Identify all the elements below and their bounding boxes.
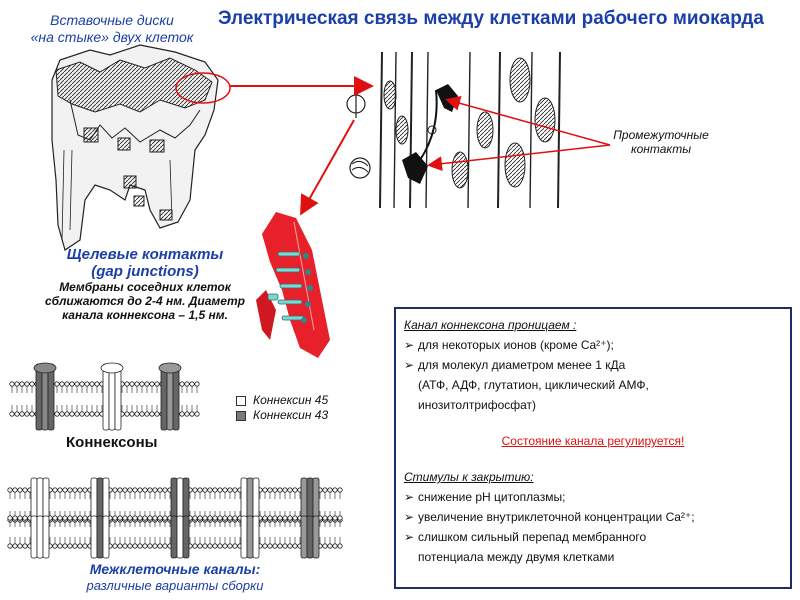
channels-title: Межклеточные каналы: xyxy=(89,561,261,577)
stimulus-text: увеличение внутриклеточной концентрации … xyxy=(418,510,695,524)
infobox-header: Канал коннексона проницаем : xyxy=(404,318,577,332)
arrow-bullet-icon: ➢ xyxy=(404,338,415,352)
stimuli-header: Стимулы к закрытию: xyxy=(404,470,534,484)
disc-label-line1: Вставочные диски xyxy=(50,12,174,28)
gap-desc-line1: Мембраны соседних клеток xyxy=(59,280,231,294)
legend-label-connexin43: Коннексин 43 xyxy=(253,408,329,422)
intercalated-disc-label: Вставочные диски «на стыке» двух клеток xyxy=(4,12,220,46)
arrow-bullet-icon: ➢ xyxy=(404,510,415,524)
gap-title-line1: Щелевые контакты xyxy=(66,246,224,263)
intermediate-contacts-label: Промежуточные контакты xyxy=(596,128,726,156)
gap-junctions-description: Мембраны соседних клеток сближаются до 2… xyxy=(14,280,276,322)
infobox-continuation: (АТФ, АДФ, глутатион, циклический АМФ, xyxy=(418,378,649,392)
myocardium-micrograph xyxy=(346,50,576,210)
infobox-item-text: для молекул диаметром менее 1 кДа xyxy=(418,358,626,372)
stimulus-text: слишком сильный перепад мембранного xyxy=(418,530,647,544)
infobox-item: ➢ для молекул диаметром менее 1 кДа xyxy=(404,355,782,375)
channels-subtitle: различные варианты сборки xyxy=(86,578,264,593)
legend-label-connexin45: Коннексин 45 xyxy=(253,393,329,407)
gap-junctions-title: Щелевые контакты (gap junctions) xyxy=(20,246,270,280)
gap-title-line2: (gap junctions) xyxy=(91,263,199,280)
arrow-bullet-icon: ➢ xyxy=(404,490,415,504)
legend-item-connexin43: Коннексин 43 xyxy=(236,408,328,423)
red-arrows xyxy=(230,76,611,216)
stimulus-item: ➢ увеличение внутриклеточной концентраци… xyxy=(404,507,782,527)
disc-label-line2: «на стыке» двух клеток xyxy=(30,29,194,45)
stimulus-item: ➢ снижение pH цитоплазмы; xyxy=(404,487,782,507)
stimulus-continuation: потенциала между двумя клетками xyxy=(418,550,615,564)
legend-swatch-white xyxy=(236,395,246,406)
arrow-bullet-icon: ➢ xyxy=(404,358,415,372)
page-title: Электрическая связь между клетками рабоч… xyxy=(218,8,764,29)
infobox-item-text: для некоторых ионов (кроме Ca²⁺); xyxy=(418,338,614,352)
permeability-infobox: Канал коннексона проницаем : ➢ для некот… xyxy=(394,307,792,589)
intercalated-disc-drawing xyxy=(51,44,219,251)
infobox-item: ➢ для некоторых ионов (кроме Ca²⁺); xyxy=(404,335,782,355)
connexin-legend: Коннексин 45 Коннексин 43 xyxy=(236,393,328,423)
highlight-ellipse xyxy=(175,72,231,104)
stimulus-item: ➢ слишком сильный перепад мембранного xyxy=(404,527,782,547)
contacts-label-line2: контакты xyxy=(630,142,692,156)
arrow-bullet-icon: ➢ xyxy=(404,530,415,544)
legend-swatch-gray xyxy=(236,410,246,421)
legend-item-connexin45: Коннексин 45 xyxy=(236,393,328,408)
connexons-row xyxy=(9,362,200,431)
infobox-continuation: инозитолтрифосфат) xyxy=(418,398,537,412)
gap-desc-line2: сближаются до 2-4 нм. Диаметр xyxy=(45,294,245,308)
connexons-label: Коннексоны xyxy=(66,434,158,451)
contacts-label-line1: Промежуточные xyxy=(613,128,709,142)
stimulus-text: снижение pH цитоплазмы; xyxy=(418,490,566,504)
regulated-note: Состояние канала регулируется! xyxy=(501,434,685,448)
gap-junction-drawing xyxy=(256,212,330,358)
channels-row xyxy=(7,477,343,559)
gap-desc-line3: канала коннексона – 1,5 нм. xyxy=(62,308,228,322)
